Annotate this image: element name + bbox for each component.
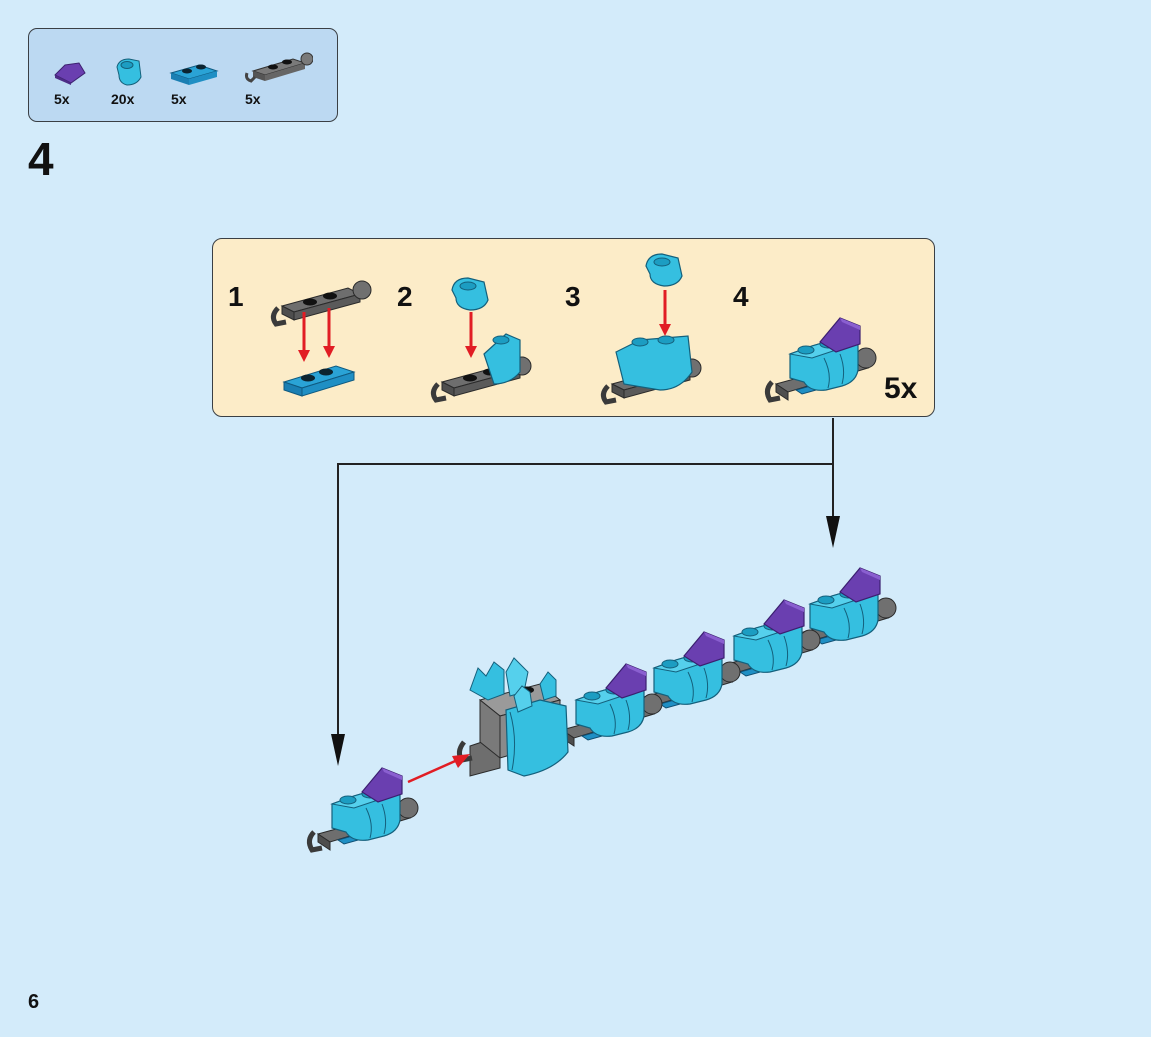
substep-2-azure-brick — [452, 278, 488, 310]
final-segment-1-loose — [309, 768, 418, 850]
head-piece — [459, 658, 568, 776]
substep-1-plate — [284, 366, 354, 396]
substep-3-azure-brick — [646, 254, 682, 286]
substep-3-assembly — [603, 336, 701, 402]
page-number: 6 — [28, 992, 39, 1012]
substep-4-segment — [767, 318, 876, 400]
substep-2-assembly — [433, 334, 531, 400]
final-segment-2 — [553, 664, 662, 746]
substep-1-hinge — [273, 281, 371, 324]
